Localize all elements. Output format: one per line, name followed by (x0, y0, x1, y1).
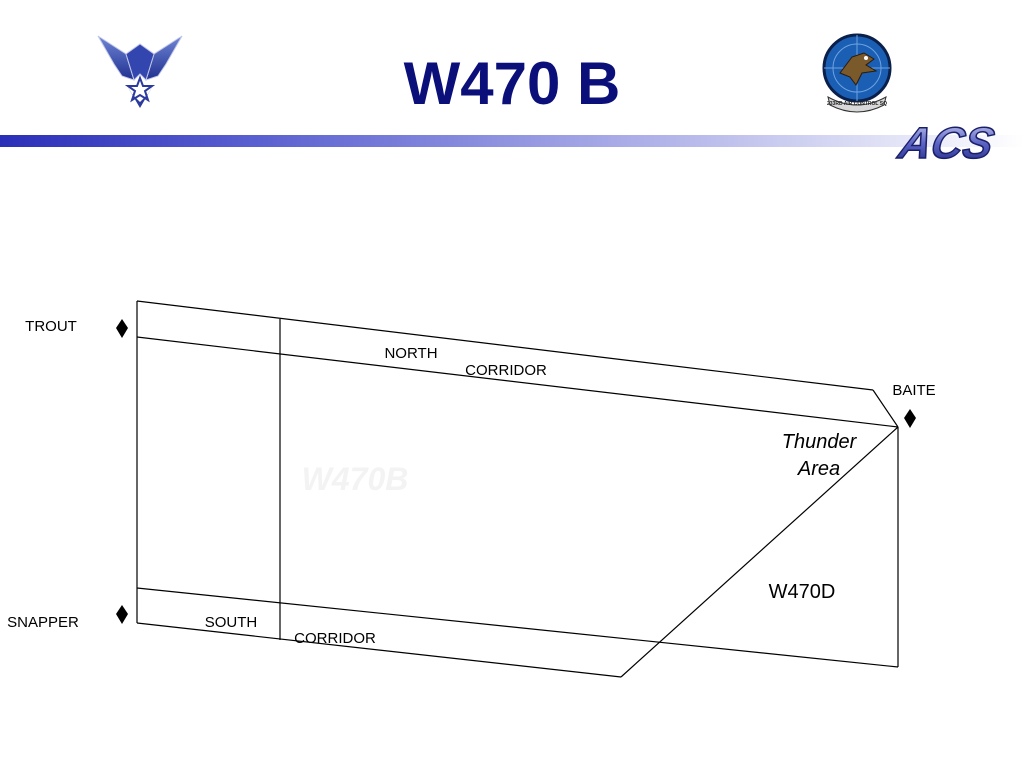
north-corridor-inner-line (136, 336, 899, 428)
patch-text: 233RD AIR CONTROL SQ (827, 101, 887, 107)
acs-wordmark: ACS (893, 119, 999, 168)
slide-title: W470 B (403, 50, 621, 117)
thunder-area-label-2: Area (797, 458, 840, 480)
air-force-logo (97, 35, 183, 108)
south-corridor-bottom-line (136, 622, 622, 678)
north-corridor-top-line (136, 300, 874, 391)
snapper-waypoint-icon (116, 605, 128, 624)
baite-label: BAITE (892, 382, 935, 399)
south-corridor-top-line (136, 587, 899, 668)
snapper-label: SNAPPER (7, 614, 79, 631)
thunder-area-label-1: Thunder (782, 431, 858, 453)
north-corridor-notch-line (872, 389, 899, 428)
south-corridor-label-1: SOUTH (205, 614, 258, 631)
south-corridor-label-2: CORRIDOR (294, 630, 376, 647)
acs-wordmark-text: ACS (894, 119, 998, 167)
north-corridor-label-1: NORTH (384, 345, 437, 362)
w470d-boundary-line (620, 426, 899, 678)
title-rule (0, 135, 1024, 147)
trout-waypoint-icon (116, 319, 128, 338)
w470d-label: W470D (769, 581, 836, 603)
trout-label: TROUT (25, 318, 77, 335)
baite-waypoint-icon (904, 409, 916, 428)
w470b-watermark: W470B (302, 461, 409, 497)
north-corridor-label-2: CORRIDOR (465, 362, 547, 379)
squadron-patch-icon: 233RD AIR CONTROL SQ (822, 33, 892, 113)
